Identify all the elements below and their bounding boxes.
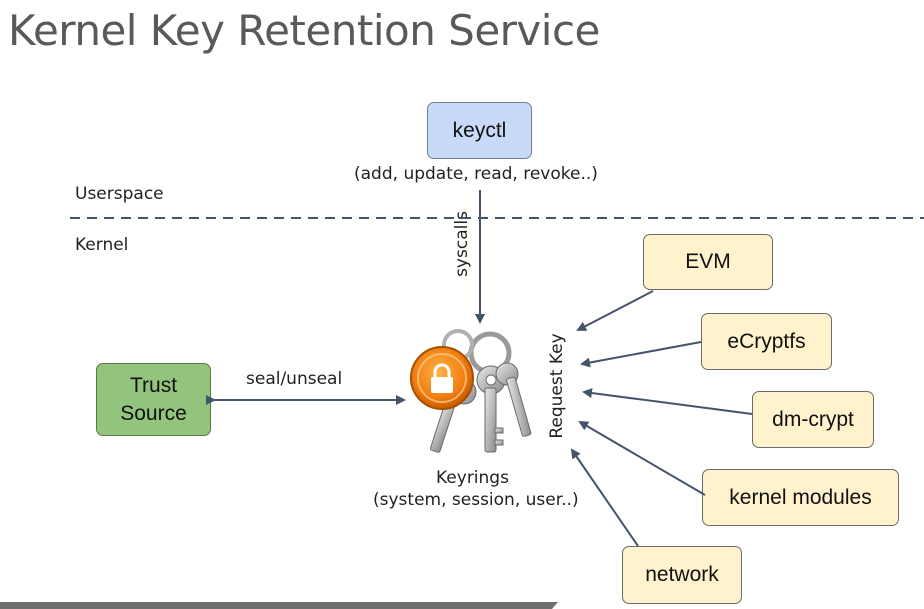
dm-crypt-label: dm-crypt	[772, 407, 854, 431]
keyctl-label: keyctl	[452, 118, 507, 142]
kernel-modules-arrow	[578, 420, 706, 496]
evm-arrow	[576, 290, 654, 331]
network-arrow	[570, 448, 639, 547]
kernel-modules-label: kernel modules	[729, 485, 872, 509]
page-title: Kernel Key Retention Service	[8, 6, 600, 55]
keyring-lock-icon	[410, 329, 532, 453]
ecryptfs-box: eCryptfs	[701, 313, 832, 370]
dm-crypt-arrow	[582, 388, 753, 415]
trust-source-label-line2: Source	[120, 401, 187, 425]
kernel-modules-box: kernel modules	[702, 469, 899, 526]
keyctl-operations-label: (add, update, read, revoke..)	[354, 164, 598, 184]
keyctl-box: keyctl	[427, 102, 532, 159]
dm-crypt-box: dm-crypt	[752, 391, 874, 448]
keyrings-label: Keyrings	[436, 468, 509, 488]
evm-label: EVM	[685, 250, 731, 274]
kernel-label: Kernel	[75, 235, 129, 255]
evm-box: EVM	[643, 234, 773, 290]
seal-unseal-label: seal/unseal	[246, 369, 343, 389]
ecryptfs-arrow	[580, 341, 702, 368]
network-box: network	[622, 546, 742, 604]
ecryptfs-label: eCryptfs	[727, 329, 806, 353]
footer-bar	[0, 602, 558, 609]
trust-source-label-line1: Trust	[129, 374, 178, 398]
keyrings-types-label: (system, session, user..)	[373, 490, 579, 510]
userspace-label: Userspace	[75, 184, 164, 204]
network-label: network	[645, 563, 719, 587]
